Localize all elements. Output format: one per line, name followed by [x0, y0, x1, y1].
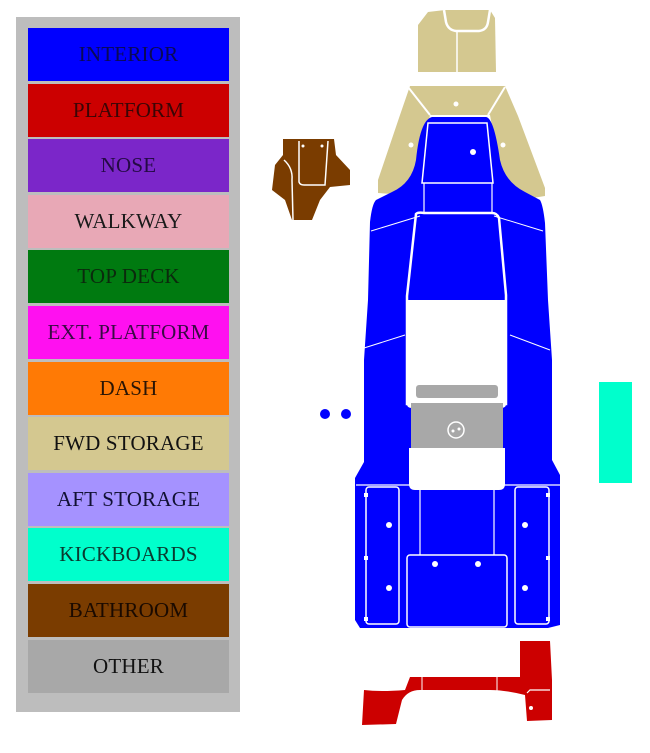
legend-label: PLATFORM	[72, 97, 185, 122]
fwd-storage-hatch	[418, 9, 496, 73]
interior-small-pieces	[320, 409, 351, 419]
legend-item-bathroom: BATHROOM	[28, 583, 229, 637]
legend-list: INTERIOR PLATFORM NOSE WALKWAY TOP DECK …	[28, 28, 229, 695]
legend-label: FWD STORAGE	[53, 431, 204, 456]
legend-label: INTERIOR	[78, 42, 179, 66]
platform-piece	[362, 641, 552, 725]
legend-label: EXT. PLATFORM	[47, 319, 210, 344]
legend-item-top-deck: TOP DECK	[28, 250, 229, 304]
legend-item-nose: NOSE	[28, 139, 229, 193]
legend-label: BATHROOM	[68, 597, 189, 622]
legend-label: TOP DECK	[77, 264, 180, 289]
console-other-pieces	[409, 385, 505, 490]
legend-item-other: OTHER	[28, 639, 229, 693]
kickboard-piece	[599, 382, 632, 483]
legend-item-aft-storage: AFT STORAGE	[28, 472, 229, 526]
color-legend: INTERIOR PLATFORM NOSE WALKWAY TOP DECK …	[16, 17, 240, 712]
legend-item-interior: INTERIOR	[28, 28, 229, 81]
legend-label: AFT STORAGE	[56, 486, 201, 511]
legend-label: WALKWAY	[74, 208, 183, 233]
legend-item-kickboards: KICKBOARDS	[28, 528, 229, 582]
legend-item-walkway: WALKWAY	[28, 194, 229, 248]
bathroom-piece	[272, 139, 350, 221]
interior-aft-panels	[356, 484, 560, 628]
legend-item-platform: PLATFORM	[28, 83, 229, 137]
legend-label: KICKBOARDS	[59, 542, 198, 567]
legend-item-fwd-storage: FWD STORAGE	[28, 417, 229, 471]
interior-hull	[355, 117, 560, 628]
legend-item-ext-platform: EXT. PLATFORM	[28, 305, 229, 359]
legend-label: NOSE	[100, 153, 157, 178]
legend-label: DASH	[99, 375, 158, 400]
legend-label: OTHER	[93, 653, 164, 678]
legend-item-dash: DASH	[28, 361, 229, 415]
